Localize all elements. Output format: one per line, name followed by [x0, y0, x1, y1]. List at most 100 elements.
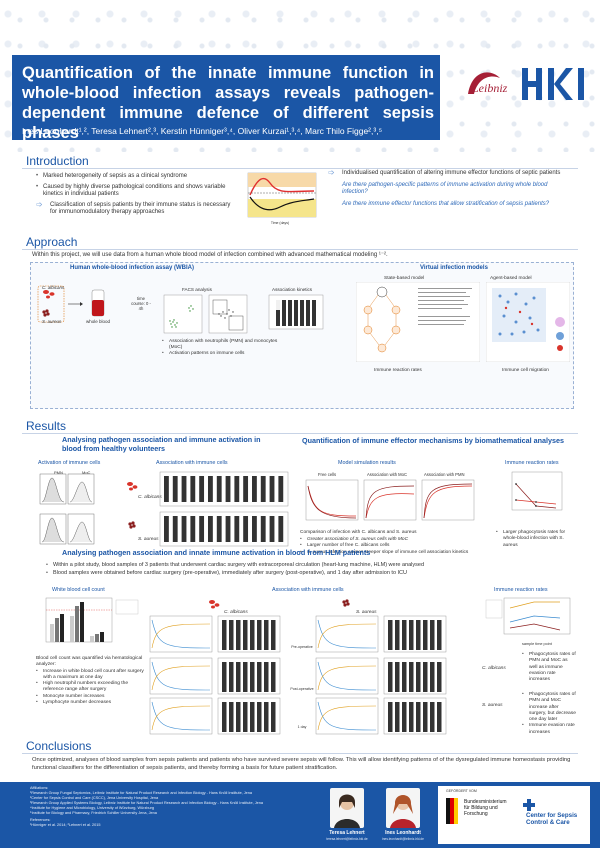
hlm-kinetics-curve — [317, 705, 377, 731]
hlm-panel — [149, 697, 213, 735]
hlm-assoc-bar — [236, 702, 241, 732]
conclusions-divider — [22, 753, 578, 754]
hlm-kinetics-curve — [317, 665, 377, 691]
association-bar — [269, 476, 275, 502]
hlm-assoc-bar — [395, 702, 400, 732]
intro-question-2: Are there immune effector functions that… — [342, 200, 550, 207]
intro-title: Introduction — [26, 154, 89, 168]
association-bar — [278, 476, 284, 502]
hlm-assoc-bar — [229, 702, 234, 732]
hlm-assoc-bar — [430, 662, 435, 692]
approach-box — [30, 262, 574, 409]
hlm-assoc-bar — [388, 662, 393, 692]
assoc-kinetics-bars — [268, 294, 324, 330]
hlm-kinetics-curve — [317, 661, 377, 691]
hlm-assoc-bar — [416, 620, 421, 650]
association-bar — [208, 516, 213, 542]
association-bar — [252, 516, 257, 542]
hlm-assoc-bar — [243, 662, 248, 692]
footer: Affiliations: ¹Research Group Fungal Sep… — [0, 782, 600, 848]
hlm-assoc-bar — [409, 702, 414, 732]
hlm-bullet-2: Blood samples were obtained before cardi… — [46, 570, 574, 578]
hlm-assoc-bar — [437, 702, 442, 732]
state-based-model-diagram — [356, 282, 480, 362]
intro-divider — [22, 168, 578, 169]
intro-right: ➩ Individualised quantification of alter… — [328, 169, 573, 208]
association-bar — [199, 516, 205, 542]
results-sub2: Quantification of immune effector mechan… — [302, 436, 565, 445]
hlm-panel — [383, 657, 447, 695]
hlm-kinetics-curve — [317, 623, 377, 649]
association-bar — [260, 476, 266, 502]
hlm-assoc-bar — [423, 620, 428, 650]
hlm-assoc-bar — [271, 662, 276, 692]
hlm-assoc-bar — [243, 620, 248, 650]
ines-mail[interactable]: ines.leonhardt@leibniz-hki.de — [382, 837, 424, 841]
anti-inflammatory-curve — [249, 196, 315, 211]
agent-model-label: Agent-based model — [490, 276, 532, 281]
wbia-schematic — [37, 285, 105, 323]
hlm-kinetics-curve — [151, 665, 211, 691]
hlm-bullets: Within a pilot study, blood samples of 3… — [46, 562, 574, 577]
hlm-panel — [315, 697, 379, 735]
assoc-moc-label: Association with MoC — [367, 472, 408, 477]
wbc-label: White blood cell count — [52, 587, 105, 593]
facs-dots-left — [169, 305, 194, 328]
association-bar — [225, 516, 231, 542]
hlm-association-grid — [149, 599, 447, 735]
rates-bullet: Larger phagocytosis rates for whole-bloo… — [496, 530, 578, 549]
wbia-bullet-1: Association with neutrophils (PMN) and m… — [162, 339, 282, 351]
hlm-calbicans-label: C. albicans — [224, 610, 248, 615]
pmn-label: PMN — [54, 470, 63, 475]
hlm-assoc-bar — [250, 662, 255, 692]
ca-rate-bullets: Phagocytosis rates of PMN and MoC as wel… — [522, 652, 576, 683]
teresa-name: Teresa Lehnert — [329, 830, 365, 836]
association-bar — [164, 476, 169, 502]
hlm-panel — [149, 615, 213, 653]
poster-title: Quantification of the innate immune func… — [22, 64, 434, 142]
conclusions-text: Once optimized, analyses of blood sample… — [32, 757, 571, 771]
moc-label: MoC — [82, 470, 91, 475]
saureus-cells-icon — [42, 309, 50, 317]
hlm-one-day: 1 day — [297, 725, 307, 729]
hlm-assoc-bar — [388, 702, 393, 732]
intro-bullets-left: Marked heterogeneity of sepsis as a clin… — [36, 173, 236, 217]
wbia-bullet-2: Activation patterns on immune cells — [162, 351, 282, 357]
rates2-label: Immune reaction rates — [494, 587, 548, 593]
comparison-block: Comparison of infection with C. albicans… — [300, 530, 480, 556]
teresa-mail[interactable]: teresa.lehnert@leibniz-hki.de — [326, 837, 368, 841]
state-model-label: State-based model — [384, 276, 425, 281]
association-bar — [164, 516, 169, 542]
poster-authors: Ines Leonhardt¹,², Teresa Lehnert²,³, Ke… — [22, 126, 383, 136]
wbc-bullet-3: Monocyte number increases — [36, 694, 144, 701]
hlm-assoc-bar — [257, 662, 262, 692]
ines-name: Ines Leonhardt — [385, 830, 421, 836]
hlm-post-op: Post-operative — [290, 687, 314, 691]
ca-rate-bullet-1: Phagocytosis rates of PMN and MoC as wel… — [522, 652, 576, 683]
intro-bullet-2: Caused by highly diverse pathological co… — [36, 184, 236, 199]
rates-bullet-text: Larger phagocytosis rates for whole-bloo… — [496, 530, 578, 549]
approach-divider — [22, 249, 578, 250]
result-calbicans-label: C. albicans — [138, 495, 162, 500]
german-flag-icon — [446, 798, 458, 824]
association-bar — [260, 516, 266, 542]
hlm-assoc-bar — [416, 662, 421, 692]
association-bar — [243, 476, 249, 502]
sa-rate-bullet-2: Immune evasion rate increases — [522, 723, 576, 736]
hlm-assoc-bar — [271, 702, 276, 732]
approach-intro: Within this project, we will use data fr… — [32, 252, 388, 258]
assoc2-label: Association with immune cells — [272, 587, 344, 593]
affiliation-3: ³Research Group Applied Systems Biology,… — [30, 801, 263, 805]
approach-title: Approach — [26, 235, 78, 249]
hlm-bullet-1: Within a pilot study, blood samples of 3… — [46, 562, 574, 570]
hlm-assoc-bar — [222, 662, 227, 692]
affiliation-4: ⁴Institute for Hygiene and Microbiology,… — [30, 806, 154, 810]
hlm-kinetics-curve — [317, 701, 377, 731]
leibniz-logo-text: Leibniz — [471, 81, 508, 95]
hlm-assoc-bar — [388, 620, 393, 650]
hlm-assoc-bar — [423, 702, 428, 732]
hlm-assoc-bar — [409, 662, 414, 692]
hypoinflammation-zone — [248, 199, 316, 217]
intro-arrow-left-text: Classification of sepsis patients by the… — [50, 201, 231, 216]
association-bar — [278, 516, 284, 542]
